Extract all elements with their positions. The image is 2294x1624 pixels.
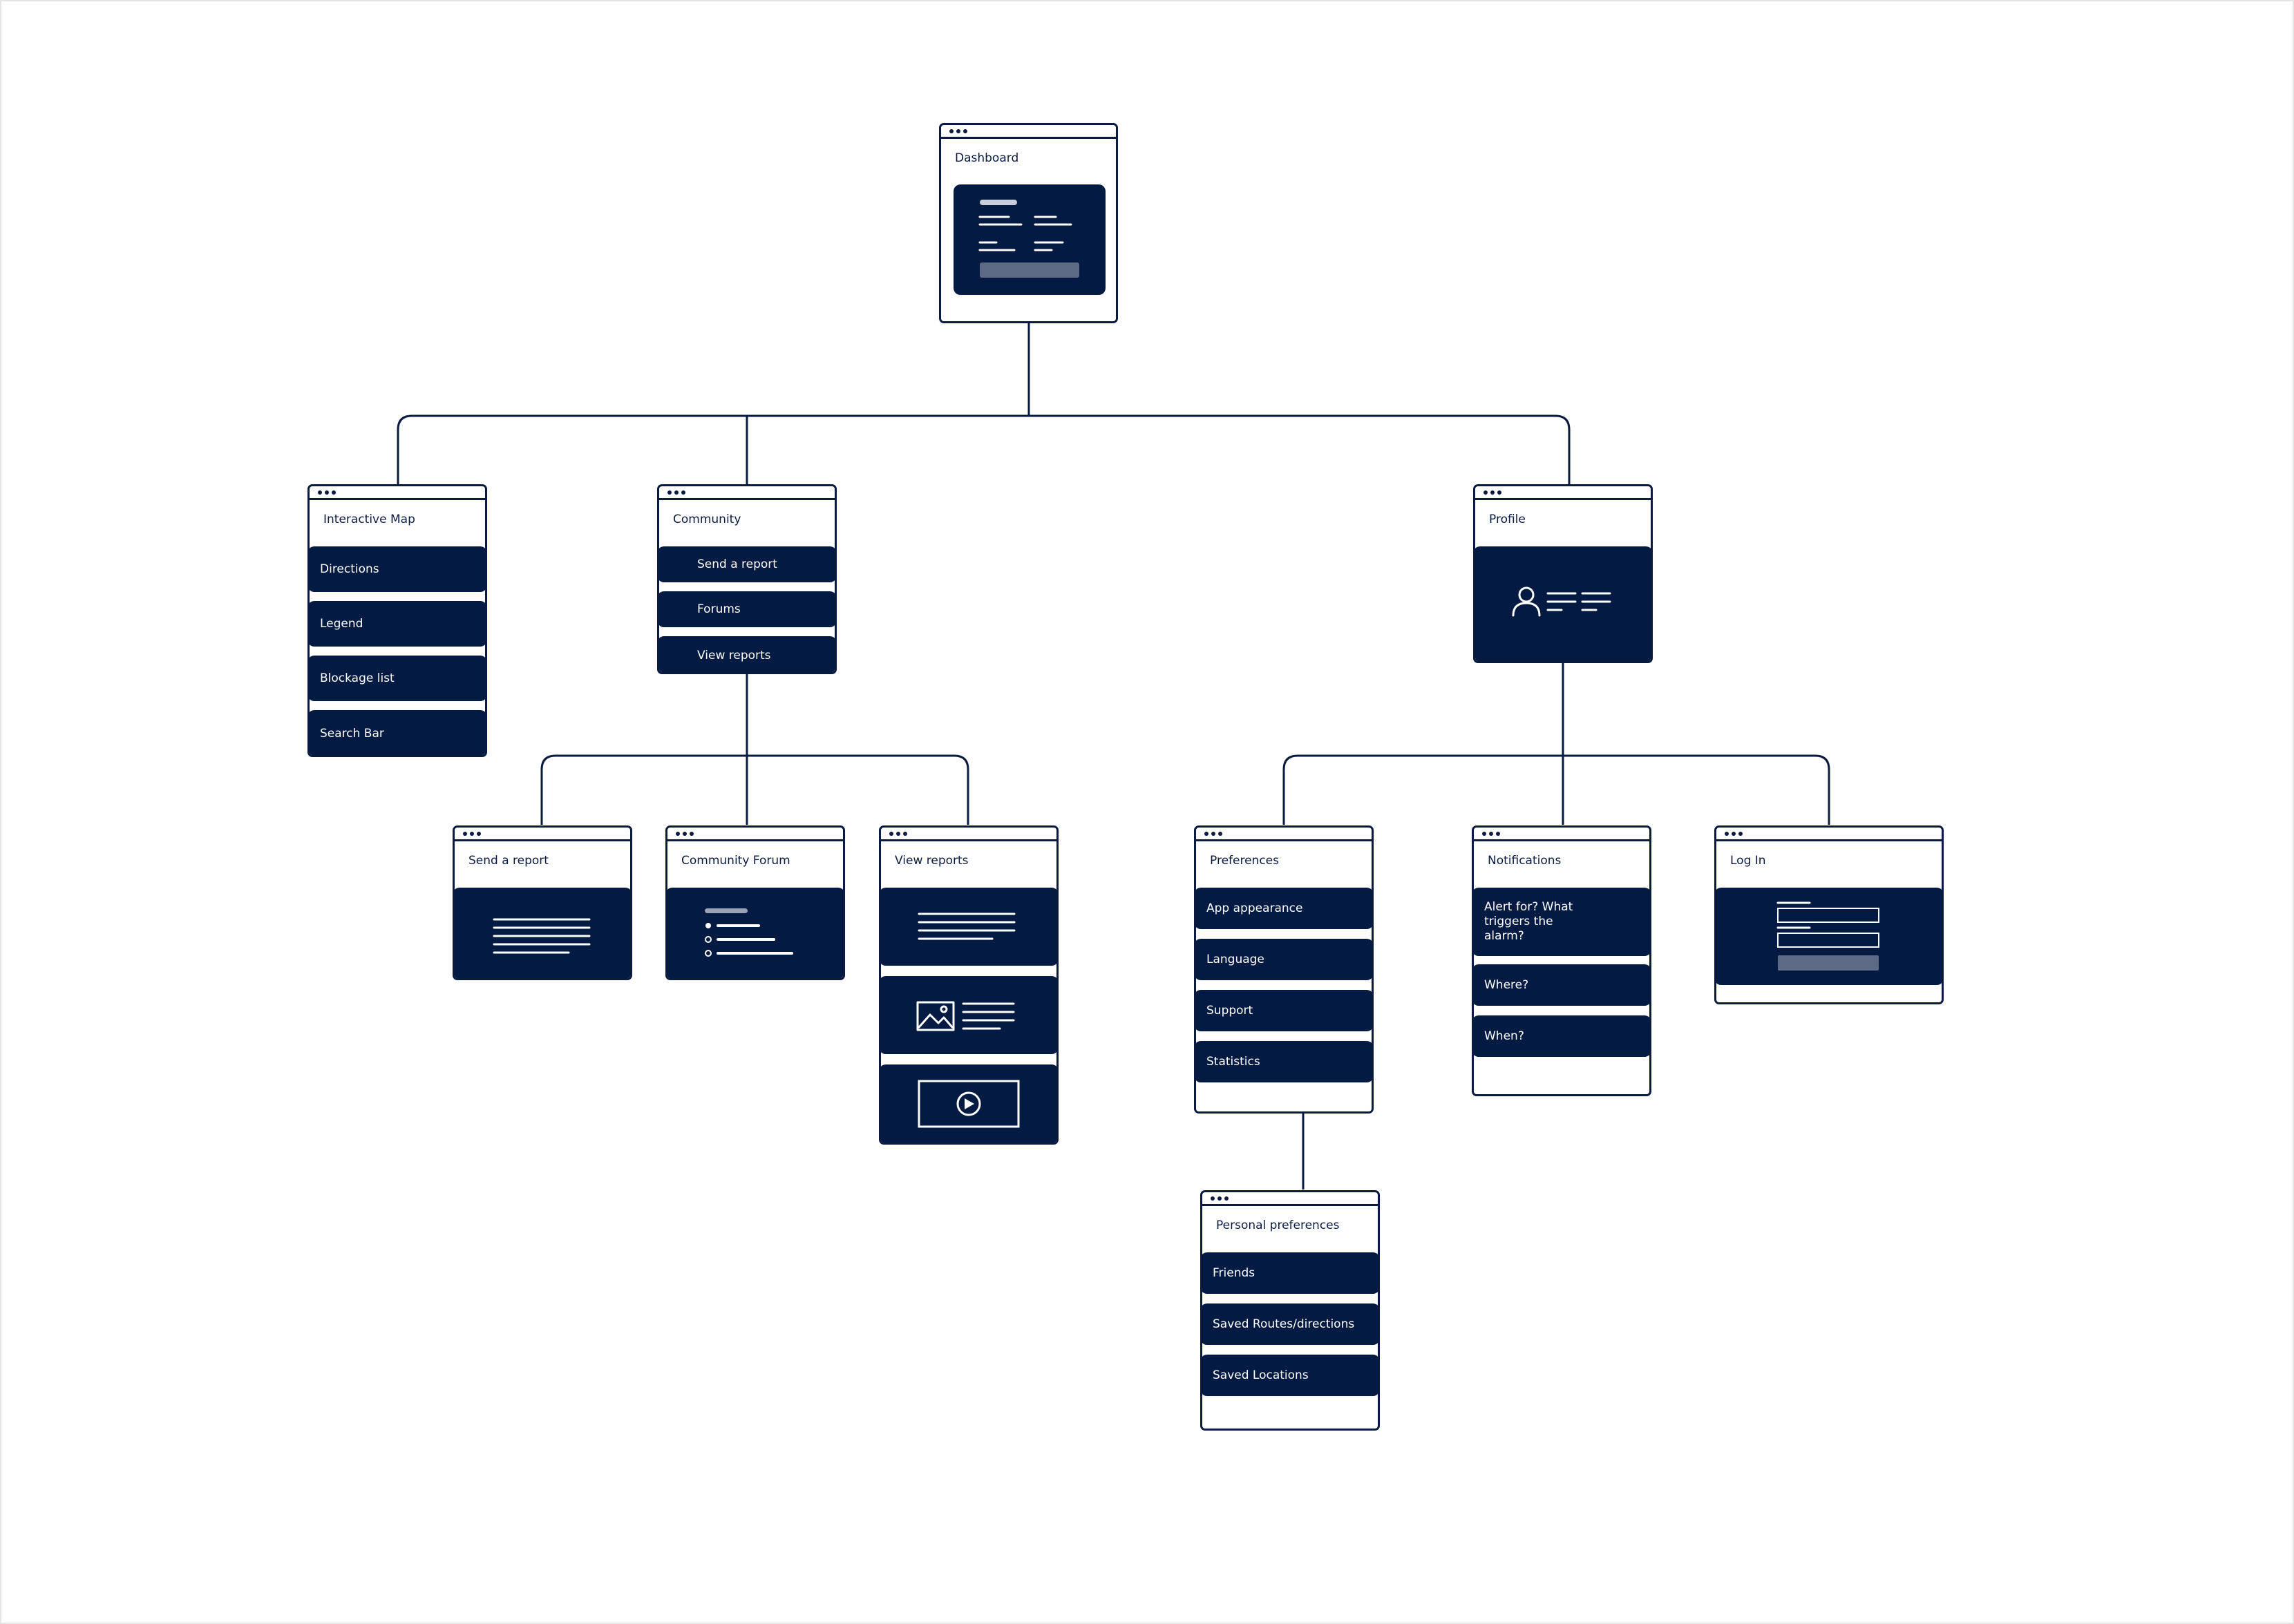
text-lines-icon xyxy=(918,913,1016,940)
summary-lines-icon xyxy=(978,200,1079,278)
notifications-screen[interactable]: Notifications Alert for? What triggers t… xyxy=(1472,825,1651,1096)
screen-title: Profile xyxy=(1489,513,1526,526)
report-image-card xyxy=(881,976,1056,1054)
window-bar xyxy=(1202,1192,1378,1206)
connector-community-children xyxy=(540,673,969,825)
community-item-forums[interactable]: Forums xyxy=(659,591,835,627)
notifications-item-where[interactable]: Where? xyxy=(1474,964,1649,1006)
list-icon xyxy=(705,908,793,957)
screen-title: View reports xyxy=(895,854,969,868)
window-bar xyxy=(659,486,835,500)
personal-item-friends[interactable]: Friends xyxy=(1202,1252,1378,1294)
report-form-card xyxy=(455,888,630,978)
personal-item-saved-routes[interactable]: Saved Routes/directions xyxy=(1202,1303,1378,1345)
map-item-directions[interactable]: Directions xyxy=(310,546,485,592)
map-item-legend[interactable]: Legend xyxy=(310,601,485,647)
forum-list-card xyxy=(667,888,843,978)
text-lines-icon xyxy=(493,918,591,954)
window-bar xyxy=(881,828,1056,841)
user-profile-icon xyxy=(1512,586,1611,617)
preferences-item-language[interactable]: Language xyxy=(1196,939,1372,980)
preferences-item-support[interactable]: Support xyxy=(1196,990,1372,1031)
screen-title: Community xyxy=(673,513,741,526)
report-text-card xyxy=(881,888,1056,966)
window-bar xyxy=(1196,828,1372,841)
window-bar xyxy=(667,828,843,841)
screen-title: Log In xyxy=(1730,854,1766,868)
window-bar xyxy=(310,486,485,500)
report-video-card xyxy=(881,1064,1056,1143)
preferences-item-app-appearance[interactable]: App appearance xyxy=(1196,888,1372,929)
profile-card xyxy=(1475,546,1651,661)
preferences-item-statistics[interactable]: Statistics xyxy=(1196,1041,1372,1082)
login-screen[interactable]: Log In xyxy=(1714,825,1944,1004)
dashboard-card xyxy=(954,184,1106,295)
login-form-icon xyxy=(1776,901,1879,971)
connector-level1-bus xyxy=(397,414,1571,485)
connector-profile-children xyxy=(1282,662,1830,825)
login-form-card xyxy=(1716,888,1942,985)
community-item-view-reports[interactable]: View reports xyxy=(659,636,835,672)
community-forum-screen[interactable]: Community Forum xyxy=(665,825,845,980)
window-bar xyxy=(1475,486,1651,500)
notifications-item-when[interactable]: When? xyxy=(1474,1015,1649,1057)
view-reports-screen[interactable]: View reports xyxy=(879,825,1059,1145)
window-bar xyxy=(1716,828,1942,841)
interactive-map-screen[interactable]: Interactive Map Directions Legend Blocka… xyxy=(307,484,487,757)
dashboard-screen[interactable]: Dashboard xyxy=(939,123,1118,323)
window-bar xyxy=(1474,828,1649,841)
screen-title: Send a report xyxy=(468,854,549,868)
community-item-send-report[interactable]: Send a report xyxy=(659,546,835,582)
screen-title: Interactive Map xyxy=(323,513,415,526)
send-report-screen[interactable]: Send a report xyxy=(453,825,632,980)
preferences-screen[interactable]: Preferences App appearance Language Supp… xyxy=(1194,825,1374,1114)
screen-title: Notifications xyxy=(1488,854,1562,868)
profile-screen[interactable]: Profile xyxy=(1473,484,1653,663)
notifications-item-alert-for[interactable]: Alert for? What triggers the alarm? xyxy=(1474,888,1649,956)
map-item-search-bar[interactable]: Search Bar xyxy=(310,710,485,755)
personal-preferences-screen[interactable]: Personal preferences Friends Saved Route… xyxy=(1200,1190,1380,1431)
screen-title: Preferences xyxy=(1210,854,1279,868)
video-play-icon xyxy=(918,1080,1020,1128)
community-screen[interactable]: Community Send a report Forums View repo… xyxy=(657,484,837,674)
map-item-blockage-list[interactable]: Blockage list xyxy=(310,656,485,701)
image-icon xyxy=(916,1001,1015,1031)
personal-item-saved-locations[interactable]: Saved Locations xyxy=(1202,1355,1378,1396)
window-bar xyxy=(941,125,1116,139)
screen-title: Personal preferences xyxy=(1216,1219,1340,1232)
screen-title: Community Forum xyxy=(681,854,790,868)
window-bar xyxy=(455,828,630,841)
screen-title: Dashboard xyxy=(955,151,1019,165)
